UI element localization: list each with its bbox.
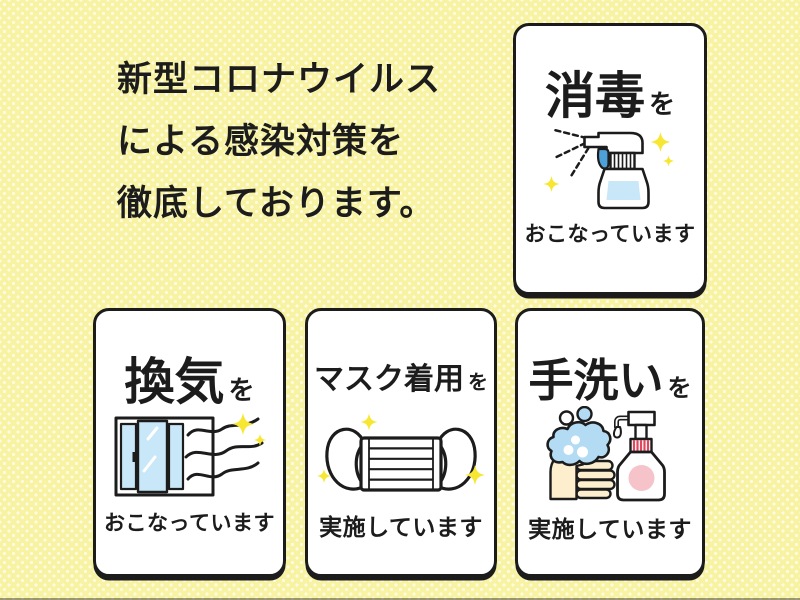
card-title-particle: を	[648, 89, 675, 119]
card-title: 消毒を	[516, 67, 704, 125]
spray-bottle-icon	[543, 127, 678, 212]
glass-reflections	[142, 426, 158, 473]
mask-body	[359, 436, 443, 492]
spray-trigger	[596, 147, 610, 170]
card-status-text: 実施しています	[528, 516, 692, 542]
card-title-text: マスク着用	[314, 363, 464, 396]
heading-line-2: による感染対策を	[117, 122, 404, 161]
card-disinfection: 消毒を	[513, 23, 707, 295]
card-title-text: 換気	[124, 354, 225, 410]
heading-line-3: 徹底しております。	[117, 184, 436, 223]
card-status-text: 実施しています	[319, 514, 483, 540]
card-status-text: おこなっています	[104, 512, 275, 535]
soap-dollop	[613, 426, 622, 439]
card-title: マスク着用を	[308, 363, 494, 397]
poster-heading: 新型コロナウイルス による感染対策を 徹底しております。	[117, 49, 441, 235]
heading-line-1: 新型コロナウイルス	[117, 60, 442, 99]
card-handwash: 手洗いを 実施しています	[515, 308, 705, 577]
card-title-particle: を	[468, 372, 488, 394]
floating-bubbles	[558, 405, 593, 434]
spray-mist-lines	[553, 128, 590, 179]
card-title-text: 手洗い	[528, 355, 664, 406]
card-ventilation: 換気を	[93, 308, 286, 577]
mask-ear-loop-left	[325, 427, 367, 491]
foam-bubbles	[563, 435, 588, 458]
card-status-text: おこなっています	[524, 223, 696, 246]
mask-ear-loop-right	[435, 427, 477, 491]
card-mask: マスク着用を 実施しています	[305, 308, 497, 577]
sliding-window-icon	[110, 411, 270, 506]
pump-stem	[634, 423, 648, 441]
window-handle	[132, 452, 136, 462]
pump-head	[627, 410, 656, 427]
card-title: 手洗いを	[518, 355, 702, 407]
hand-washing-icon	[543, 405, 678, 506]
image-bottom-edge	[0, 598, 800, 600]
card-title: 換気を	[96, 353, 283, 411]
card-title-particle: を	[667, 375, 692, 402]
mask-pleats	[368, 438, 434, 490]
soap-bottle-label	[628, 465, 655, 491]
window-pane-right	[167, 422, 184, 491]
card-title-particle: を	[228, 375, 255, 405]
spray-label	[606, 181, 641, 200]
soap-foam	[546, 420, 612, 467]
spray-head	[583, 131, 644, 155]
sparkles	[231, 413, 266, 446]
card-title-text: 消毒	[544, 68, 645, 124]
face-mask-icon	[316, 413, 486, 498]
